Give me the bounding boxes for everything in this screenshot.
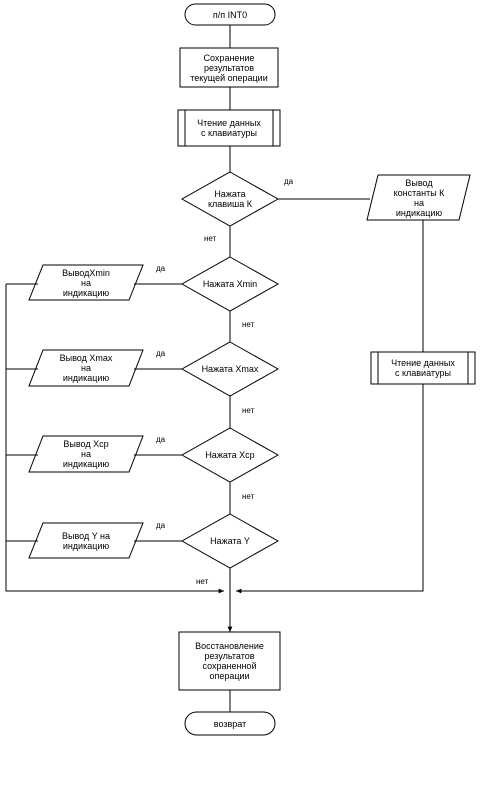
read-keys-2-subprocess [370,351,476,385]
out-k-io [366,174,471,221]
end-terminator [184,711,276,736]
out-xmin-io [28,264,144,301]
read-keys-1-subprocess [177,109,281,147]
dec-xcp-decision [180,427,280,483]
edge-bus-merge [5,284,224,594]
dec-xmax-decision [180,341,280,397]
restore-process [178,631,281,691]
start-terminator [184,3,276,26]
dec-k-decision [180,171,280,227]
save-process [179,47,279,88]
dec-xmin-decision [180,256,280,312]
out-xcp-io [28,435,144,473]
edge-read2-merge [236,384,424,594]
out-y-io [28,522,144,559]
dec-y-decision [180,513,280,569]
out-xmax-io [28,349,144,387]
